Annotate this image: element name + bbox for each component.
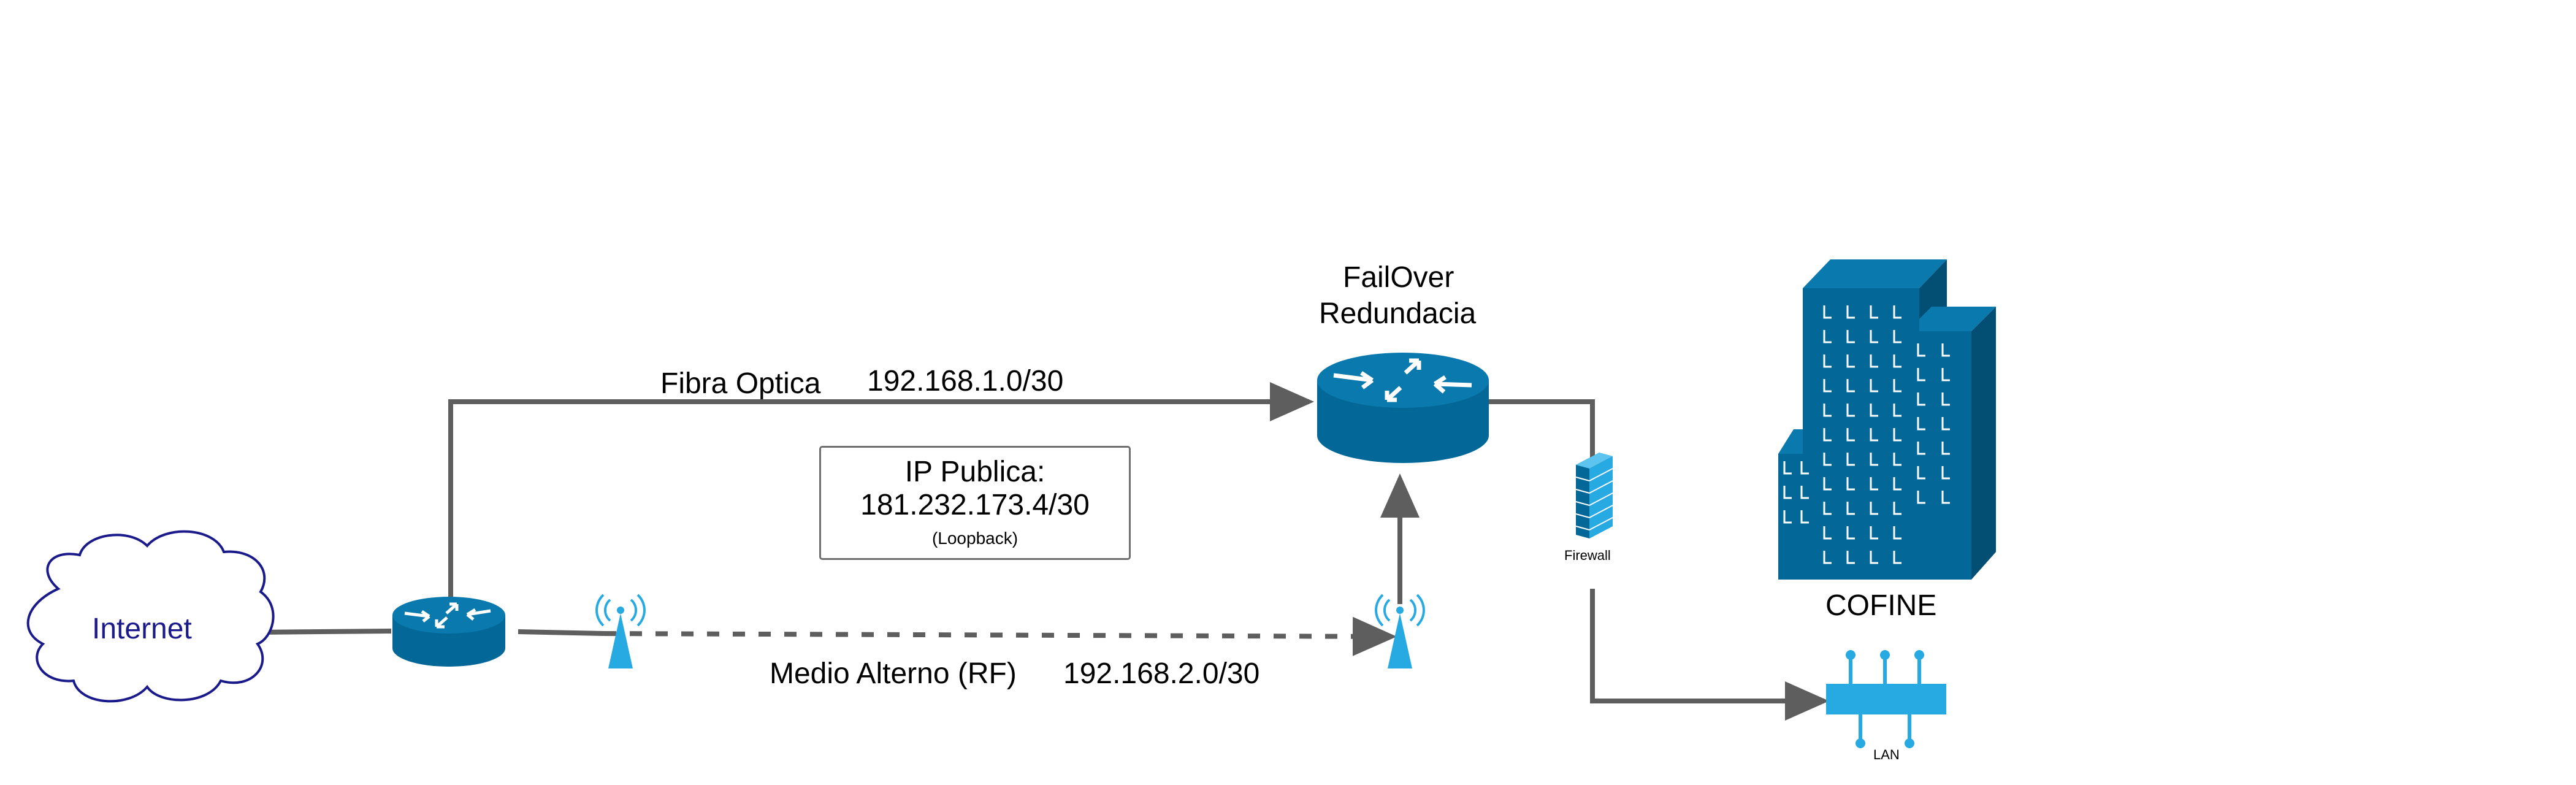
building-window [1870,453,1878,466]
public-ip-address: 181.232.173.4/30 [860,489,1090,521]
building-window [1823,354,1832,368]
building-window [1870,404,1878,417]
building-window [1783,461,1792,475]
building-window [1846,330,1855,343]
building-window [1893,404,1901,417]
fiber-subnet-label: 192.168.1.0/30 [867,365,1064,397]
building-window [1846,404,1855,417]
building-window [1870,354,1878,368]
building-window [1893,379,1901,392]
building-window [1893,453,1901,466]
building-window [1917,491,1925,504]
building-window [1783,486,1792,499]
router-icon [392,597,505,667]
building-window [1800,486,1809,499]
building-window [1941,368,1950,381]
building-window [1823,428,1832,442]
building-window [1846,502,1855,515]
building-window [1893,428,1901,442]
building-window [1941,491,1950,504]
switch-icon [1826,650,1946,748]
building-window [1846,354,1855,368]
rf-link [603,616,1397,656]
building-window [1917,417,1925,431]
failover-title: FailOver [1343,261,1454,294]
fiber-link-label: Fibra Optica [660,367,821,400]
building-window [1893,330,1901,343]
building-window [1823,330,1832,343]
failover-subtitle: Redundacia [1319,297,1477,330]
building-windows [1783,305,1950,564]
building-window [1823,526,1832,540]
public-ip-title: IP Publica: [904,456,1045,488]
firewall-to-lan-link [1590,589,1829,721]
failover-to-firewall-link [1487,399,1595,466]
building-window [1800,510,1809,524]
building-window [1870,330,1878,343]
building-window [1917,392,1925,406]
building-window [1893,502,1901,515]
building-window [1870,526,1878,540]
internet-to-router-link [256,629,392,635]
building-window [1893,305,1901,319]
router-to-antenna-link [518,629,605,636]
building-window [1800,461,1809,475]
antenna-right-icon [1375,594,1425,668]
building-window [1917,466,1925,480]
building-window [1846,428,1855,442]
building-window [1823,502,1832,515]
building-window [1941,343,1950,357]
building-window [1893,354,1901,368]
building-window [1846,477,1855,491]
building-window [1870,305,1878,319]
connections [256,382,1829,721]
lan-label: LAN [1873,747,1900,762]
building-window [1917,368,1925,381]
building-window [1823,453,1832,466]
building-window [1893,477,1901,491]
building-window [1823,305,1832,319]
building-window [1846,379,1855,392]
public-ip-box: IP Publica: 181.232.173.4/30 (Loopback) [819,446,1131,560]
building-window [1870,502,1878,515]
building-window [1941,392,1950,406]
building-window [1823,404,1832,417]
building-window [1893,551,1901,564]
building-window [1917,442,1925,455]
failover-router-icon [1317,353,1489,463]
office-building-icon [1778,259,1996,580]
building-window [1941,442,1950,455]
rf-subnet-label: 192.168.2.0/30 [1063,657,1260,690]
building-window [1846,453,1855,466]
cloud-icon [26,530,275,703]
building-window [1783,510,1792,524]
building-window [1870,428,1878,442]
building-window [1941,417,1950,431]
building-window [1846,526,1855,540]
building-window [1941,466,1950,480]
internet-label: Internet [92,613,192,645]
public-ip-note: (Loopback) [931,529,1019,548]
rf-link-label: Medio Alterno (RF) [770,657,1017,690]
building-window [1917,343,1925,357]
building-window [1823,379,1832,392]
building-window [1846,551,1855,564]
antenna-left-icon [595,594,646,668]
building-window [1823,477,1832,491]
building-window [1870,379,1878,392]
building-window [1823,551,1832,564]
building-window [1846,305,1855,319]
building-label: COFINE [1825,589,1937,622]
building-window [1870,551,1878,564]
firewall-icon [1575,453,1613,538]
building-window [1893,526,1901,540]
building-window [1870,477,1878,491]
firewall-label: Firewall [1564,548,1611,563]
fiber-link [448,382,1314,607]
